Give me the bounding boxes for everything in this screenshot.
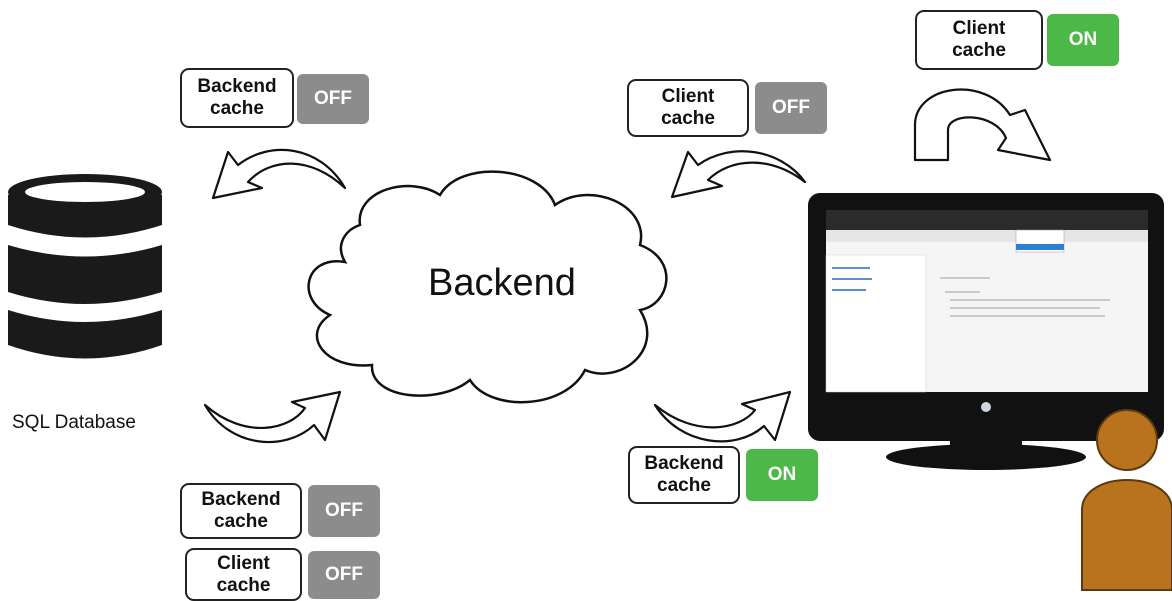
backend-cache-off-toggle[interactable]: OFF (308, 485, 380, 537)
database-label: SQL Database (12, 412, 136, 433)
client-cache-loop-arrow-icon (913, 88, 1052, 162)
backend-cloud (307, 170, 668, 404)
user-icon (1081, 409, 1172, 591)
client-cache-off-toggle[interactable]: OFF (755, 82, 827, 134)
backend-cache-on-toggle[interactable]: ON (746, 449, 818, 501)
client-cache-off-toggle[interactable]: OFF (308, 551, 380, 599)
computer-monitor-icon (808, 193, 1164, 470)
curved-arrow-backend-to-db-icon (211, 148, 347, 200)
curved-arrow-client-to-backend-icon (670, 150, 807, 199)
database-icon (8, 174, 162, 359)
backend-label: Backend (428, 262, 576, 304)
curved-arrow-db-to-backend-icon (203, 390, 342, 444)
backend-cache-off-toggle[interactable]: OFF (297, 74, 369, 124)
curved-arrow-backend-to-client-icon (653, 390, 792, 443)
client-cache-on-toggle[interactable]: ON (1047, 14, 1119, 66)
